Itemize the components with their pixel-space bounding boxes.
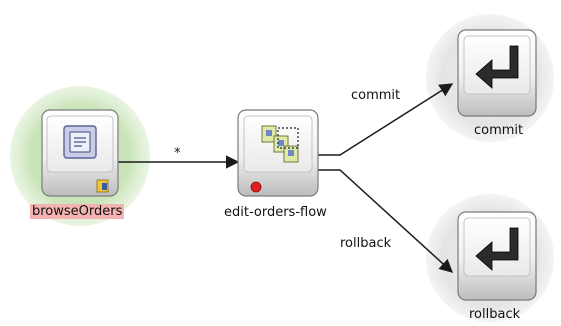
node-label-browse-orders: browseOrders (30, 204, 125, 219)
node-browse-orders[interactable] (41, 109, 119, 197)
bookmark-page-icon (96, 179, 109, 193)
edge-label-rollback: rollback (340, 236, 392, 251)
node-commit[interactable] (457, 29, 537, 117)
return-arrow-icon (475, 227, 519, 271)
edge-flow-to-rollback[interactable] (318, 169, 453, 273)
edge-flow-to-commit[interactable] (318, 83, 454, 156)
node-label-edit-orders-flow: edit-orders-flow (224, 205, 327, 220)
view-page-icon (63, 125, 97, 159)
edge-label-commit: commit (351, 88, 401, 103)
return-arrow-icon (475, 45, 519, 89)
node-rollback[interactable] (457, 211, 537, 301)
node-label-rollback: rollback (469, 307, 521, 322)
node-label-commit: commit (474, 123, 524, 138)
node-edit-orders-flow[interactable] (237, 109, 319, 197)
status-dot-icon (250, 181, 262, 193)
edge-label-wildcard: * (174, 146, 181, 161)
task-flow-call-icon (261, 125, 299, 163)
